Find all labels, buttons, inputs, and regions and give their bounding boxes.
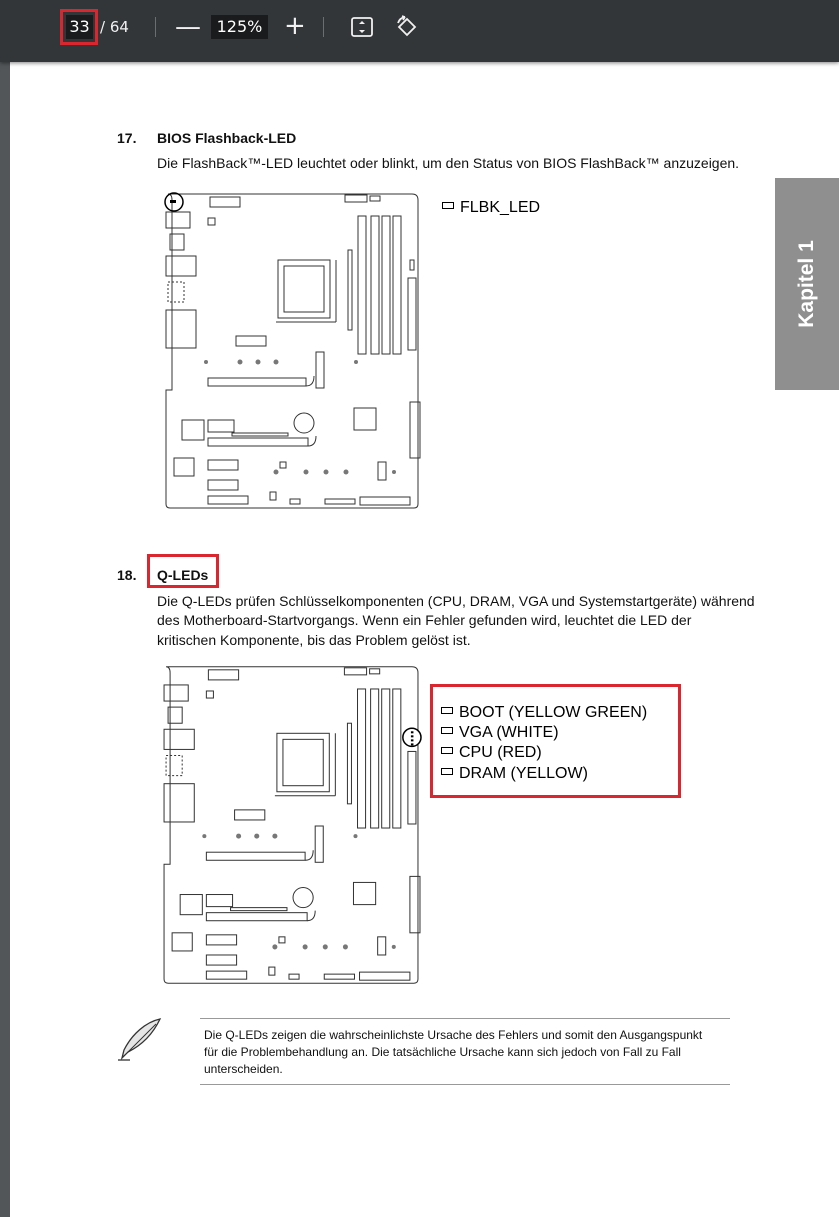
led-icon (441, 747, 453, 755)
led-label-cpu: CPU (RED) (441, 744, 542, 762)
section-heading: Q-LEDs (157, 567, 209, 583)
led-icon (441, 768, 453, 776)
section-heading: BIOS Flashback-LED (157, 130, 297, 146)
fit-to-page-icon[interactable] (351, 17, 373, 37)
motherboard-diagram (163, 666, 422, 984)
led-icon (442, 202, 454, 210)
page-number-highlight (60, 9, 98, 45)
toolbar-divider (323, 17, 324, 37)
toolbar-divider (155, 17, 156, 37)
page-number-input[interactable]: 33 (66, 15, 93, 39)
feather-pen-icon (118, 1018, 162, 1061)
section-body-line: des Motherboard-Startvorgangs. Wenn ein … (157, 612, 692, 628)
note-text-line: für die Problembehandlung an. Die tatsäc… (204, 1045, 681, 1059)
section-number: 18. (117, 567, 137, 583)
led-icon (441, 727, 453, 735)
q-leds-heading-highlight (147, 554, 219, 588)
note-text-line: Die Q-LEDs zeigen die wahrscheinlichste … (204, 1028, 703, 1042)
led-label-boot: BOOT (YELLOW GREEN) (441, 704, 647, 722)
rotate-icon[interactable] (395, 15, 419, 39)
section-number: 17. (117, 130, 137, 146)
led-label-flbk: FLBK_LED (442, 199, 540, 217)
note-top-rule (200, 1018, 730, 1019)
zoom-out-button[interactable]: — (175, 12, 201, 42)
section-body-line: kritischen Komponente, bis das Problem g… (157, 632, 471, 648)
q-led-labels-highlight (430, 684, 681, 798)
note-text-line: unterscheiden. (204, 1062, 283, 1076)
zoom-in-button[interactable]: + (284, 11, 306, 41)
chapter-label: Kapitel 1 (795, 240, 818, 328)
led-icon (441, 707, 453, 715)
chapter-side-tab: Kapitel 1 (775, 178, 839, 390)
zoom-level-input[interactable]: 125% (211, 15, 268, 39)
pdf-toolbar: 33 / 64 — 125% + (0, 0, 839, 62)
section-body-line: Die Q-LEDs prüfen Schlüsselkomponenten (… (157, 593, 755, 609)
led-label-dram: DRAM (YELLOW) (441, 765, 588, 783)
section-body: Die FlashBack™-LED leuchtet oder blinkt,… (157, 155, 740, 171)
note-bottom-rule (200, 1084, 730, 1085)
page-total: / 64 (100, 18, 129, 36)
led-label-vga: VGA (WHITE) (441, 724, 559, 742)
motherboard-diagram (164, 192, 421, 509)
